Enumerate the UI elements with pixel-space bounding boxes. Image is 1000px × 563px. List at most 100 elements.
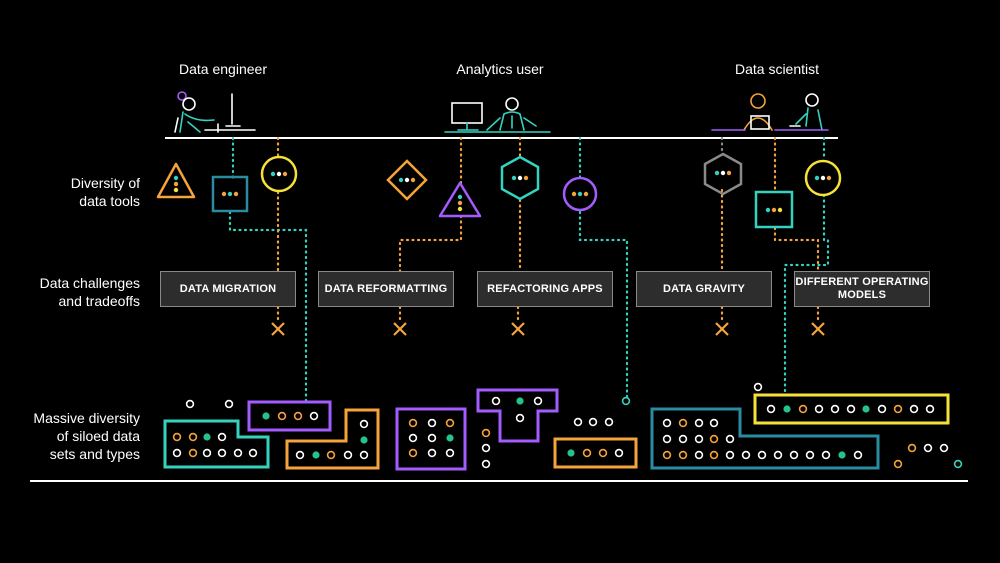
- tradeoff-x-icon: [393, 322, 407, 336]
- data-point: [621, 396, 631, 406]
- icon-shape: [156, 162, 196, 199]
- dot: [282, 171, 288, 177]
- data-point: [582, 448, 592, 458]
- data-point: [909, 404, 919, 414]
- data-point: [446, 434, 454, 442]
- dot: [173, 175, 179, 181]
- person-stroke: [743, 117, 773, 131]
- dot: [726, 170, 732, 176]
- data-point: [408, 418, 418, 428]
- data-point: [481, 459, 491, 469]
- data-point: [805, 450, 815, 460]
- x-stroke: [715, 322, 729, 336]
- dot: [577, 191, 583, 197]
- triangle-icon: [156, 162, 196, 199]
- data-point: [309, 411, 319, 421]
- dot: [771, 207, 777, 213]
- persona-data-engineer: Data engineer: [179, 61, 267, 77]
- person-stroke: [179, 111, 215, 133]
- data-point: [757, 450, 767, 460]
- data-point: [427, 433, 437, 443]
- data-point: [925, 404, 935, 414]
- icon-shape: [500, 155, 540, 201]
- diamond-icon: [386, 159, 428, 201]
- data-point: [766, 404, 776, 414]
- data-point: [312, 451, 320, 459]
- data-point: [893, 404, 903, 414]
- data-point: [830, 404, 840, 414]
- data-point: [445, 448, 455, 458]
- dot: [276, 171, 282, 177]
- dot: [814, 175, 820, 181]
- dot: [398, 177, 404, 183]
- data-point: [188, 448, 198, 458]
- data-point: [359, 419, 369, 429]
- monitor: [451, 102, 483, 124]
- dot: [517, 175, 523, 181]
- x-stroke: [393, 322, 407, 336]
- tradeoff-x-icon: [811, 322, 825, 336]
- row-label-tools: Diversity of data tools: [70, 175, 140, 209]
- row-label-challenges: Data challenges and tradeoffs: [39, 275, 140, 309]
- dot: [714, 170, 720, 176]
- data-block: [476, 388, 559, 443]
- icon-shape: [754, 190, 794, 229]
- dot: [404, 177, 410, 183]
- data-point: [217, 432, 227, 442]
- square-icon: [211, 175, 249, 213]
- data-point: [427, 448, 437, 458]
- head: [182, 97, 196, 111]
- head: [805, 93, 819, 107]
- data-point: [248, 448, 258, 458]
- data-point: [709, 434, 719, 444]
- data-point: [604, 417, 614, 427]
- data-block: [395, 407, 467, 471]
- icon-shape: [804, 159, 842, 197]
- data-point: [360, 436, 368, 444]
- data-block: [753, 393, 950, 425]
- persona-data-scientist: Data scientist: [734, 61, 820, 77]
- data-point: [662, 418, 672, 428]
- person-stroke: [795, 107, 823, 131]
- data-point: [188, 432, 198, 442]
- dot: [457, 194, 463, 200]
- dot: [765, 207, 771, 213]
- icon-shape: [260, 155, 298, 193]
- x-stroke: [811, 322, 825, 336]
- data-point: [224, 399, 234, 409]
- data-point: [953, 459, 963, 469]
- data-point: [725, 450, 735, 460]
- data-point: [262, 412, 270, 420]
- dot: [583, 191, 589, 197]
- challenge-different-operating-models: DIFFERENT OPERATING MODELS: [794, 271, 930, 307]
- dot: [173, 187, 179, 193]
- dot: [826, 175, 832, 181]
- dot: [457, 200, 463, 206]
- data-point: [939, 443, 949, 453]
- data-point: [427, 418, 437, 428]
- data-point: [821, 450, 831, 460]
- data-point: [662, 434, 672, 444]
- dot: [820, 175, 826, 181]
- data-set-blocks: [163, 382, 963, 471]
- data-point: [662, 450, 672, 460]
- data-point: [445, 418, 455, 428]
- analytics-user-icon: [444, 97, 551, 133]
- data-point: [846, 404, 856, 414]
- data-point: [709, 418, 719, 428]
- data-point: [481, 428, 491, 438]
- person-stroke: [457, 122, 479, 131]
- data-point: [343, 450, 353, 460]
- tradeoff-x-icon: [715, 322, 729, 336]
- data-point: [893, 459, 903, 469]
- data-point: [694, 450, 704, 460]
- data-point: [614, 448, 624, 458]
- connector-line: [398, 214, 463, 273]
- data-point: [295, 450, 305, 460]
- persona-illustrations: [174, 91, 829, 133]
- data-point: [172, 448, 182, 458]
- data-point: [491, 396, 501, 406]
- connector-lines: [30, 136, 968, 482]
- challenge-data-migration: DATA MIGRATION: [160, 271, 296, 307]
- hexagon-icon: [703, 152, 743, 196]
